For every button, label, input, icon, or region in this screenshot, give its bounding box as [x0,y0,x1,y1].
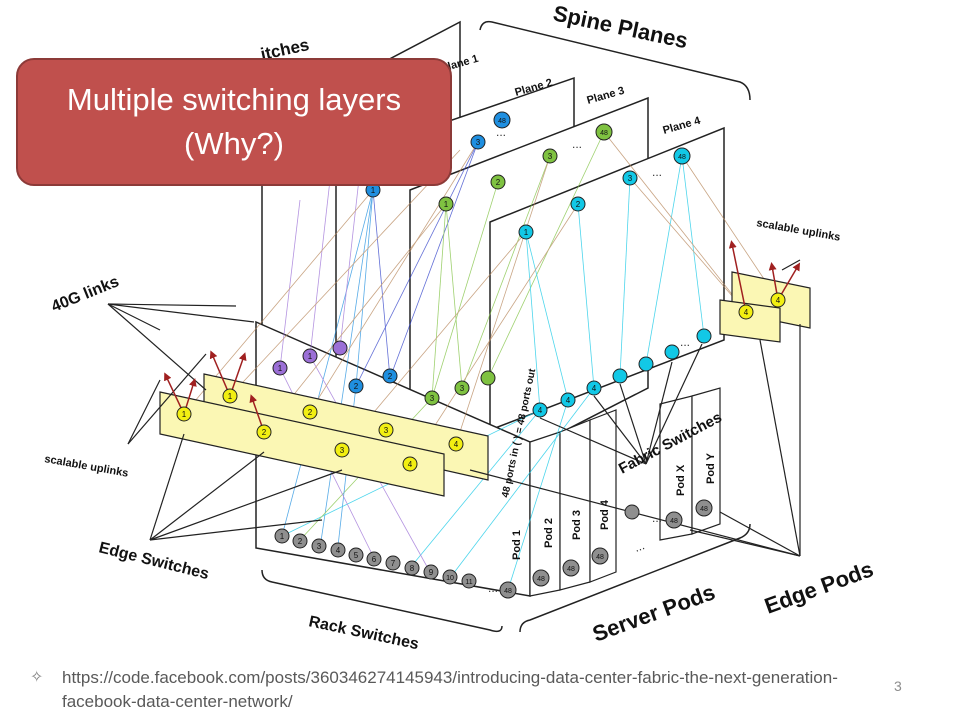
pod-label: Pod 3 [571,510,583,540]
links-40g-label: 40G links [49,273,121,315]
ellipsis-marks: ... ... ... ... ... ... ... [488,125,690,595]
callout-line1: Multiple switching layers [66,82,402,117]
edge-node-label: 1 [182,410,187,419]
edge-node-label: 3 [340,446,345,455]
edge-pods-label: Edge Pods [761,556,876,618]
scalable-uplinks-right-label: scalable uplinks [755,217,841,244]
rack-node-label: 10 [446,575,454,582]
fabric-node-label: 3 [460,384,465,393]
edge-node-label: 1 [228,392,233,401]
rack-node-label: 8 [410,564,415,573]
edge-nodes: 1 2 3 4 1 2 3 4 4 4 [176,292,786,472]
pod-label: Pod X [675,464,687,496]
fabric-node-label: 4 [538,406,543,415]
rack-switches-label: Rack Switches [307,613,420,653]
pointer-lines [107,259,801,557]
edge-switches-label: Edge Switches [97,539,211,583]
plane4-label: Plane 4 [662,114,703,136]
callout-line2: (Why?) [184,126,284,161]
rack-node-label: 6 [372,555,377,564]
rack-node-label: 48 [537,576,545,583]
spine-nodes-plane2: 1 3 [365,134,486,198]
spine-node-label: 3 [548,152,553,161]
svg-text:...: ... [496,125,506,139]
rack-node-label: 11 [465,579,472,586]
spine-node-label: 48 [498,118,506,125]
rack-node-label: 48 [504,588,512,595]
edge-node-label: 2 [308,408,313,417]
fabric-node-label: 2 [388,372,393,381]
rack-nodes: 1 2 3 4 5 6 7 8 9 10 11 48 48 48 48 48 4… [274,499,713,599]
rack-node-label: 48 [567,566,575,573]
spine-node-label: 2 [576,200,581,209]
rack-node-label: 9 [429,568,434,577]
star-bullet-icon: ✧ [30,669,44,686]
rack-node-label: 3 [317,542,322,551]
spine-node-label: 1 [444,200,449,209]
edge-node-label: 4 [408,460,413,469]
fabric-node-label: 4 [566,396,571,405]
fabric-node-label: 2 [354,382,359,391]
pod-label: Pod 2 [543,518,555,548]
slide-number: 3 [894,678,902,694]
edge-node-label: 4 [776,296,781,305]
rack-node-label: 48 [700,506,708,513]
spine-node-label: 48 [678,154,686,161]
edge-node-label: 2 [262,428,267,437]
rack-node-label: 5 [354,551,359,560]
fabric-node-label: 4 [592,384,597,393]
plane3-label: Plane 3 [586,85,626,107]
spine-node-label: 1 [524,228,529,237]
spine-node-label: 48 [600,130,608,137]
source-url[interactable]: https://code.facebook.com/posts/36034627… [62,668,838,711]
fabric-node-label: 3 [430,394,435,403]
svg-text:...: ... [572,137,582,151]
fabric-node-label: 1 [308,352,313,361]
fabric-node-label: 1 [278,364,283,373]
rack-node-label: 2 [298,537,303,546]
spine-nodes-plane3: 1 2 3 48 [438,123,613,212]
svg-text:...: ... [632,538,646,555]
pod-label: Pod Y [705,452,717,484]
rack-node-label: 4 [336,546,341,555]
callout-box: Multiple switching layers (Why?) [16,58,452,186]
source-link: ✧ https://code.facebook.com/posts/360346… [30,666,850,714]
svg-text:...: ... [652,511,662,525]
svg-text:...: ... [488,581,498,595]
spine-node-label: 3 [628,174,633,183]
edge-node-label: 4 [744,308,749,317]
rack-node-label: 1 [280,532,285,541]
rack-node-label: 48 [670,518,678,525]
spine-node-label: 2 [496,178,501,187]
edge-node-label: 4 [454,440,459,449]
braces [261,20,751,633]
svg-text:...: ... [652,165,662,179]
scalable-uplinks-left-label: scalable uplinks [43,453,129,480]
rack-node-label: 7 [391,559,396,568]
spine-node-label: 1 [371,186,376,195]
spine-planes-label: Spine Planes [551,0,690,53]
spine-node-label: 3 [476,138,481,147]
pod-label: Pod 1 [511,530,523,560]
edge-node-label: 3 [384,426,389,435]
pod-label: Pod 4 [599,499,611,530]
svg-text:...: ... [680,335,690,349]
fabric-nodes: 1 1 2 2 3 3 4 4 4 [272,328,712,418]
rack-node-label: 48 [596,554,604,561]
edge-panels [159,271,811,497]
spine-nodes-plane4: 1 2 3 48 48 [493,111,691,240]
